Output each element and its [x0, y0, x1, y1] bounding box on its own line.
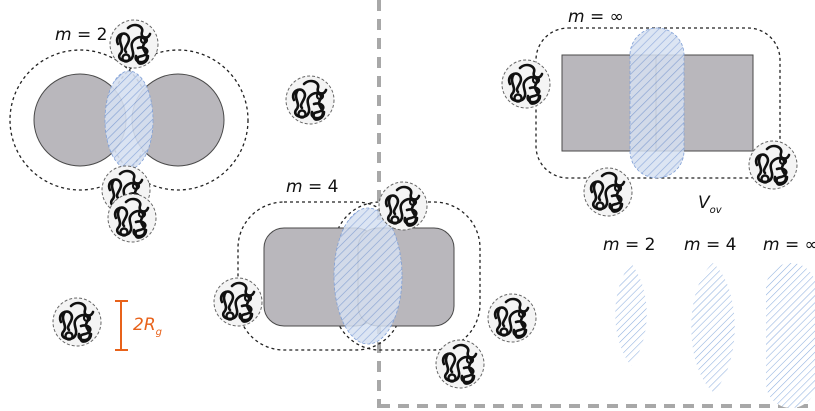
polymer-coil-icon: [51, 296, 103, 348]
legend-overlap-m4: [691, 263, 735, 392]
m4-overlap-volume: [333, 207, 403, 345]
m4-exclusion-shell-left: [237, 201, 403, 351]
polymer-coil-icon: [500, 58, 552, 110]
label-m4-center: m = 4: [286, 177, 338, 197]
polymer-coil-icon: [284, 74, 336, 126]
polymer-coil-icon: [434, 338, 486, 390]
polymer-coil-icon: [108, 18, 160, 70]
legend-label-m2: m = 2: [603, 235, 655, 255]
polymer-coil-icon: [486, 292, 538, 344]
polymer-coil-icon: [377, 180, 429, 232]
m4-particle-pair: [237, 201, 481, 351]
m2-particle-pair: [9, 49, 249, 191]
scale-bar: [115, 300, 128, 351]
polymer-coil-icon: [212, 276, 264, 328]
legend-label-m4: m = 4: [684, 235, 736, 255]
polymer-coil-icon: [106, 192, 158, 244]
polymer-coil-icon: [747, 139, 799, 191]
minf-overlap-volume: [629, 27, 685, 179]
label-minf-top: m = ∞: [568, 7, 624, 27]
legend-overlap-minf: [766, 263, 815, 408]
m2-exclusion-shell-right: [107, 49, 249, 191]
legend-overlap-m2: [615, 263, 647, 366]
polymer-coil-icon: [582, 166, 634, 218]
legend-label-minf: m = ∞: [763, 235, 815, 255]
m2-overlap-volume: [104, 70, 154, 170]
scale-bar-label: 2Rg: [133, 315, 162, 338]
label-vov: Vov: [698, 193, 723, 216]
minf-particle-pair: [535, 27, 781, 179]
label-m2-left: m = 2: [55, 25, 107, 45]
